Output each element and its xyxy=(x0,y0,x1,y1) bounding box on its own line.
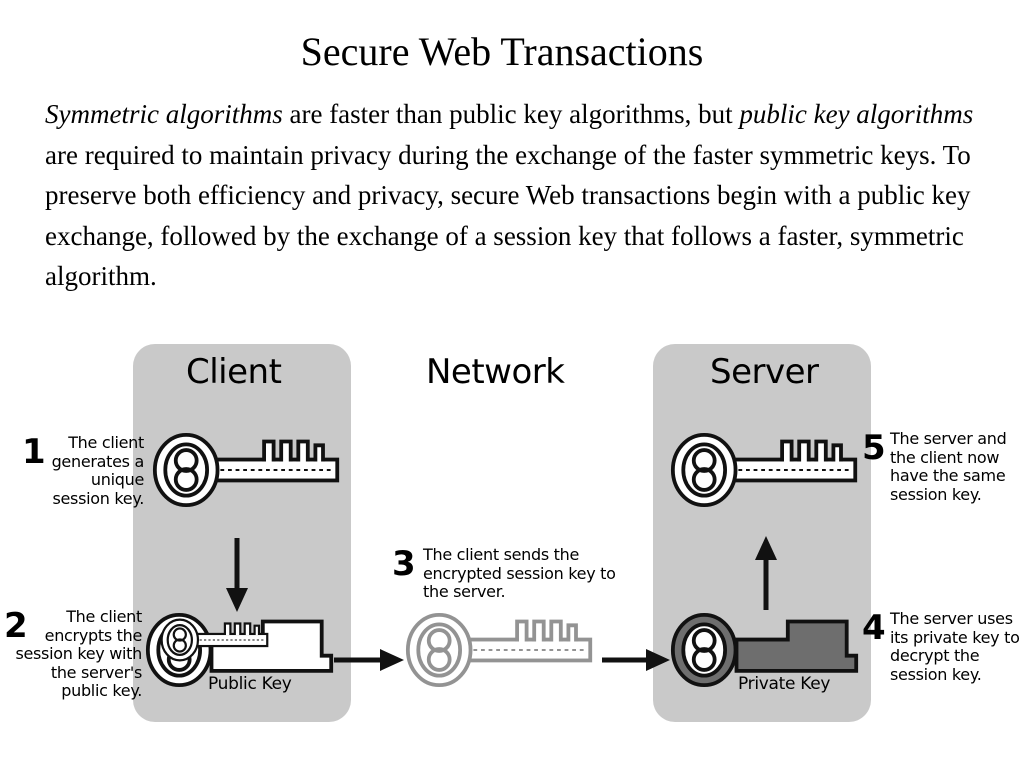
column-server: Server xyxy=(710,352,819,392)
slide-paragraph: Symmetric algorithms are faster than pub… xyxy=(45,94,985,297)
column-client: Client xyxy=(186,352,282,392)
encrypted-session-key-in-transit-icon xyxy=(405,612,593,688)
emphasis-symmetric: Symmetric algorithms xyxy=(45,99,283,129)
step-3-text: The client sends the encrypted session k… xyxy=(423,545,616,601)
arrow-up-icon xyxy=(755,536,777,610)
step-4-number: 4 xyxy=(862,608,886,648)
arrow-down-icon xyxy=(226,538,248,612)
emphasis-public-key: public key algorithms xyxy=(739,99,974,129)
step-2-number: 2 xyxy=(4,606,28,646)
arrow-right-icon-2 xyxy=(602,649,670,671)
public-key-label: Public Key xyxy=(208,674,292,694)
paragraph-text-2: are required to maintain privacy during … xyxy=(45,139,971,292)
step-4-text: The server uses its private key to decry… xyxy=(890,609,1020,684)
diagram-graphics xyxy=(133,344,871,722)
column-network: Network xyxy=(426,352,565,392)
paragraph-text-1: are faster than public key algorithms, b… xyxy=(282,99,740,129)
step-2-text: The client encrypts the session key with… xyxy=(15,607,142,700)
step-1-number: 1 xyxy=(22,432,46,472)
step-1-text: The client generates a unique session ke… xyxy=(51,433,145,508)
step-5-text: The server and the client now have the s… xyxy=(890,429,1007,504)
private-key-label: Private Key xyxy=(738,674,831,694)
key-exchange-diagram: Client Network Server 1 The client gener… xyxy=(0,340,1024,768)
slide-title: Secure Web Transactions xyxy=(300,29,704,74)
step-5-number: 5 xyxy=(862,428,886,468)
arrow-right-icon-1 xyxy=(334,649,404,671)
step-3-number: 3 xyxy=(392,544,416,584)
